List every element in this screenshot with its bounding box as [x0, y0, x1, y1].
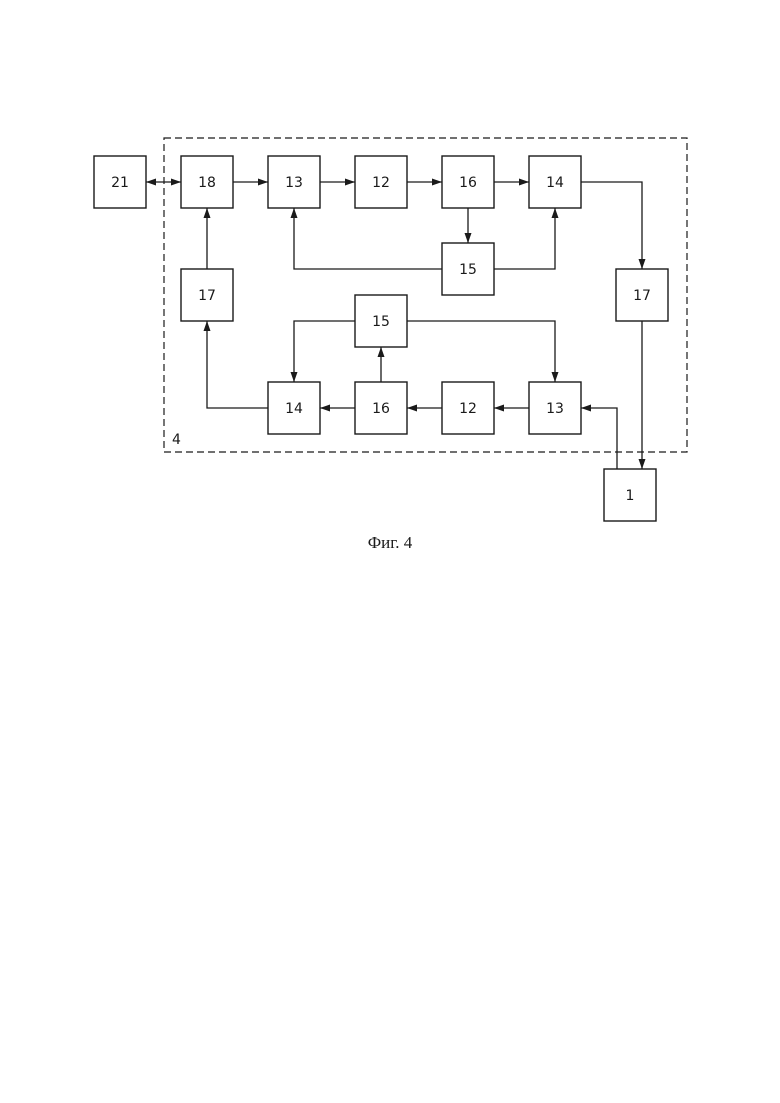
figure-caption: Фиг. 4 [0, 533, 780, 553]
frame-label: 4 [172, 432, 181, 448]
svg-text:21: 21 [111, 175, 129, 191]
svg-text:14: 14 [285, 401, 303, 417]
block-13-bottom: 13 [529, 382, 581, 434]
svg-text:17: 17 [198, 288, 216, 304]
block-18: 18 [181, 156, 233, 208]
unit-4-frame [164, 138, 687, 452]
svg-text:12: 12 [459, 401, 477, 417]
block-1: 1 [604, 469, 656, 521]
svg-text:14: 14 [546, 175, 564, 191]
block-12-top: 12 [355, 156, 407, 208]
link-14-17l [207, 321, 268, 408]
svg-text:12: 12 [372, 175, 390, 191]
link-15-14 [494, 208, 555, 269]
block-17-left: 17 [181, 269, 233, 321]
svg-text:16: 16 [459, 175, 477, 191]
link-1-13 [581, 408, 617, 469]
block-12-bottom: 12 [442, 382, 494, 434]
block-14-bottom: 14 [268, 382, 320, 434]
block-21: 21 [94, 156, 146, 208]
link-14-17r [581, 182, 642, 269]
link-15-13b [407, 321, 555, 382]
svg-text:15: 15 [459, 262, 477, 278]
block-17-right: 17 [616, 269, 668, 321]
block-15-top: 15 [442, 243, 494, 295]
block-15-bottom: 15 [355, 295, 407, 347]
svg-text:13: 13 [546, 401, 564, 417]
link-15-13 [294, 208, 442, 269]
svg-text:15: 15 [372, 314, 390, 330]
block-16-top: 16 [442, 156, 494, 208]
svg-text:17: 17 [633, 288, 651, 304]
block-14-top: 14 [529, 156, 581, 208]
block-13-top: 13 [268, 156, 320, 208]
block-16-bottom: 16 [355, 382, 407, 434]
svg-text:18: 18 [198, 175, 216, 191]
svg-text:1: 1 [626, 488, 635, 504]
svg-text:13: 13 [285, 175, 303, 191]
svg-text:16: 16 [372, 401, 390, 417]
link-15-14b [294, 321, 355, 382]
